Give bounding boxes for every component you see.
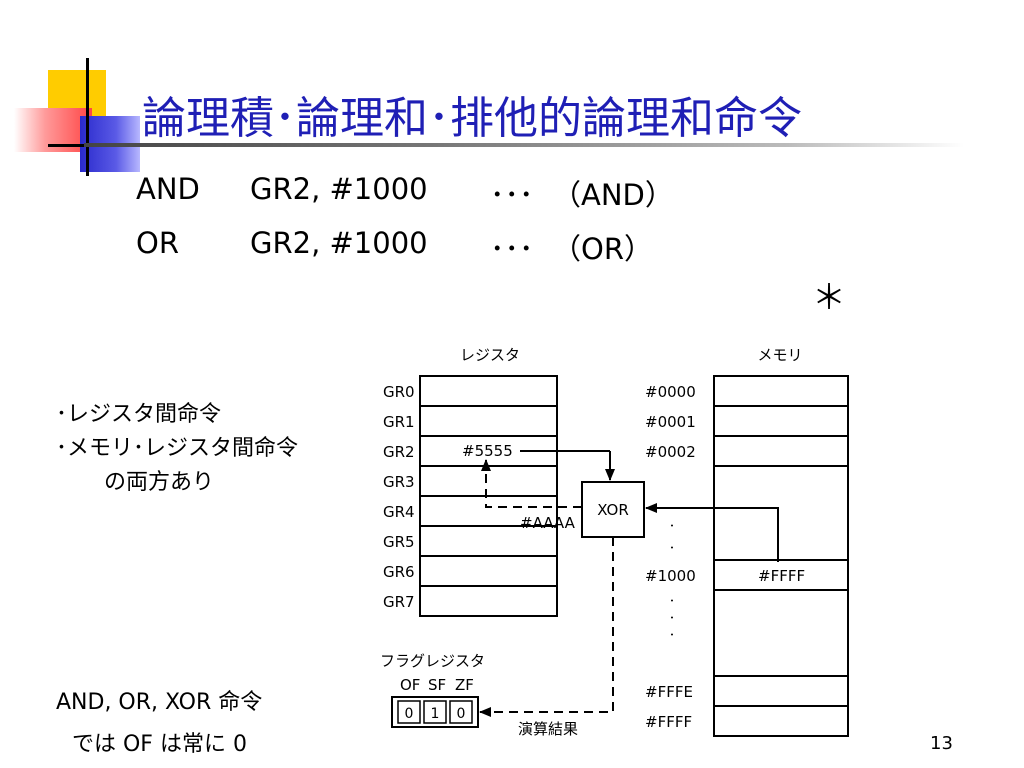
register-label-gr5: GR5 [383, 533, 415, 551]
memory-address-ffff: #FFFF [645, 713, 692, 731]
asterisk-mark: ＊ [812, 278, 846, 318]
memory-value-1000: #FFFF [758, 567, 805, 585]
memory-address-0002: #0002 [645, 443, 696, 461]
flag-name-sf: SF [428, 676, 446, 694]
footer-note-line2: では OF は常に 0 [72, 732, 247, 757]
gr2-value: #5555 [462, 442, 513, 460]
memory-address-0000: #0000 [645, 383, 696, 401]
xor-label: XOR [597, 501, 629, 519]
note-both-available: の両方あり [104, 470, 215, 495]
page-number: 13 [930, 733, 953, 754]
code-line-or: OR [136, 226, 179, 260]
note-memory-register-instruction: ･メモリ･レジスタ間命令 [56, 436, 299, 461]
flag-value-sf: 1 [431, 706, 440, 722]
result-label: 演算結果 [518, 720, 578, 738]
ellipsis-dot: ･ [669, 594, 675, 608]
xor-to-flag-arrow [479, 537, 614, 717]
ellipsis-dot: ･ [669, 611, 675, 625]
xor-to-gr2-arrow [481, 459, 582, 508]
comment-or: （OR） [552, 232, 653, 266]
code-line-and: AND [136, 172, 200, 206]
flag-register-title: フラグレジスタ [380, 652, 485, 670]
slide-title: 論理積･論理和･排他的論理和命令 [142, 93, 802, 144]
memory-address-fffe: #FFFE [645, 683, 693, 701]
register-title: レジスタ [460, 346, 520, 364]
memory-to-xor-arrow [645, 503, 779, 562]
opcode-or: OR [136, 226, 179, 260]
dots-or: ･･･ [490, 232, 534, 266]
memory-address-0001: #0001 [645, 413, 696, 431]
operand-or: GR2, #1000 [250, 226, 428, 260]
dots-and: ･･･ [490, 178, 534, 212]
memory-block [713, 375, 849, 737]
title-underline [84, 143, 964, 147]
flag-register-box [391, 696, 479, 728]
register-label-gr4: GR4 [383, 503, 415, 521]
flag-cell-zf [449, 700, 473, 724]
register-label-gr2: GR2 [383, 443, 415, 461]
memory-address-1000: #1000 [645, 567, 696, 585]
flag-cell-of [397, 700, 421, 724]
flag-name-zf: ZF [455, 676, 474, 694]
register-label-gr3: GR3 [383, 473, 415, 491]
opcode-and: AND [136, 172, 200, 206]
xor-result-value: #AAAA [520, 514, 576, 532]
register-label-gr1: GR1 [383, 413, 415, 431]
register-label-gr6: GR6 [383, 563, 415, 581]
ellipsis-dot: ･ [669, 541, 675, 555]
register-label-gr0: GR0 [383, 383, 415, 401]
note-register-instruction: ･レジスタ間命令 [56, 402, 222, 427]
memory-title: メモリ [757, 346, 802, 364]
comment-and: （AND） [552, 178, 674, 212]
ellipsis-dot: ･ [669, 628, 675, 642]
flag-name-of: OF [400, 676, 420, 694]
flag-value-of: 0 [405, 706, 414, 722]
footer-note-line1: AND, OR, XOR 命令 [56, 690, 263, 715]
logo-vertical-bar [86, 58, 89, 176]
operand-and: GR2, #1000 [250, 172, 428, 206]
flag-value-zf: 0 [457, 706, 466, 722]
flag-cell-sf [423, 700, 447, 724]
register-label-gr7: GR7 [383, 593, 415, 611]
ellipsis-dot: ･ [669, 519, 675, 533]
